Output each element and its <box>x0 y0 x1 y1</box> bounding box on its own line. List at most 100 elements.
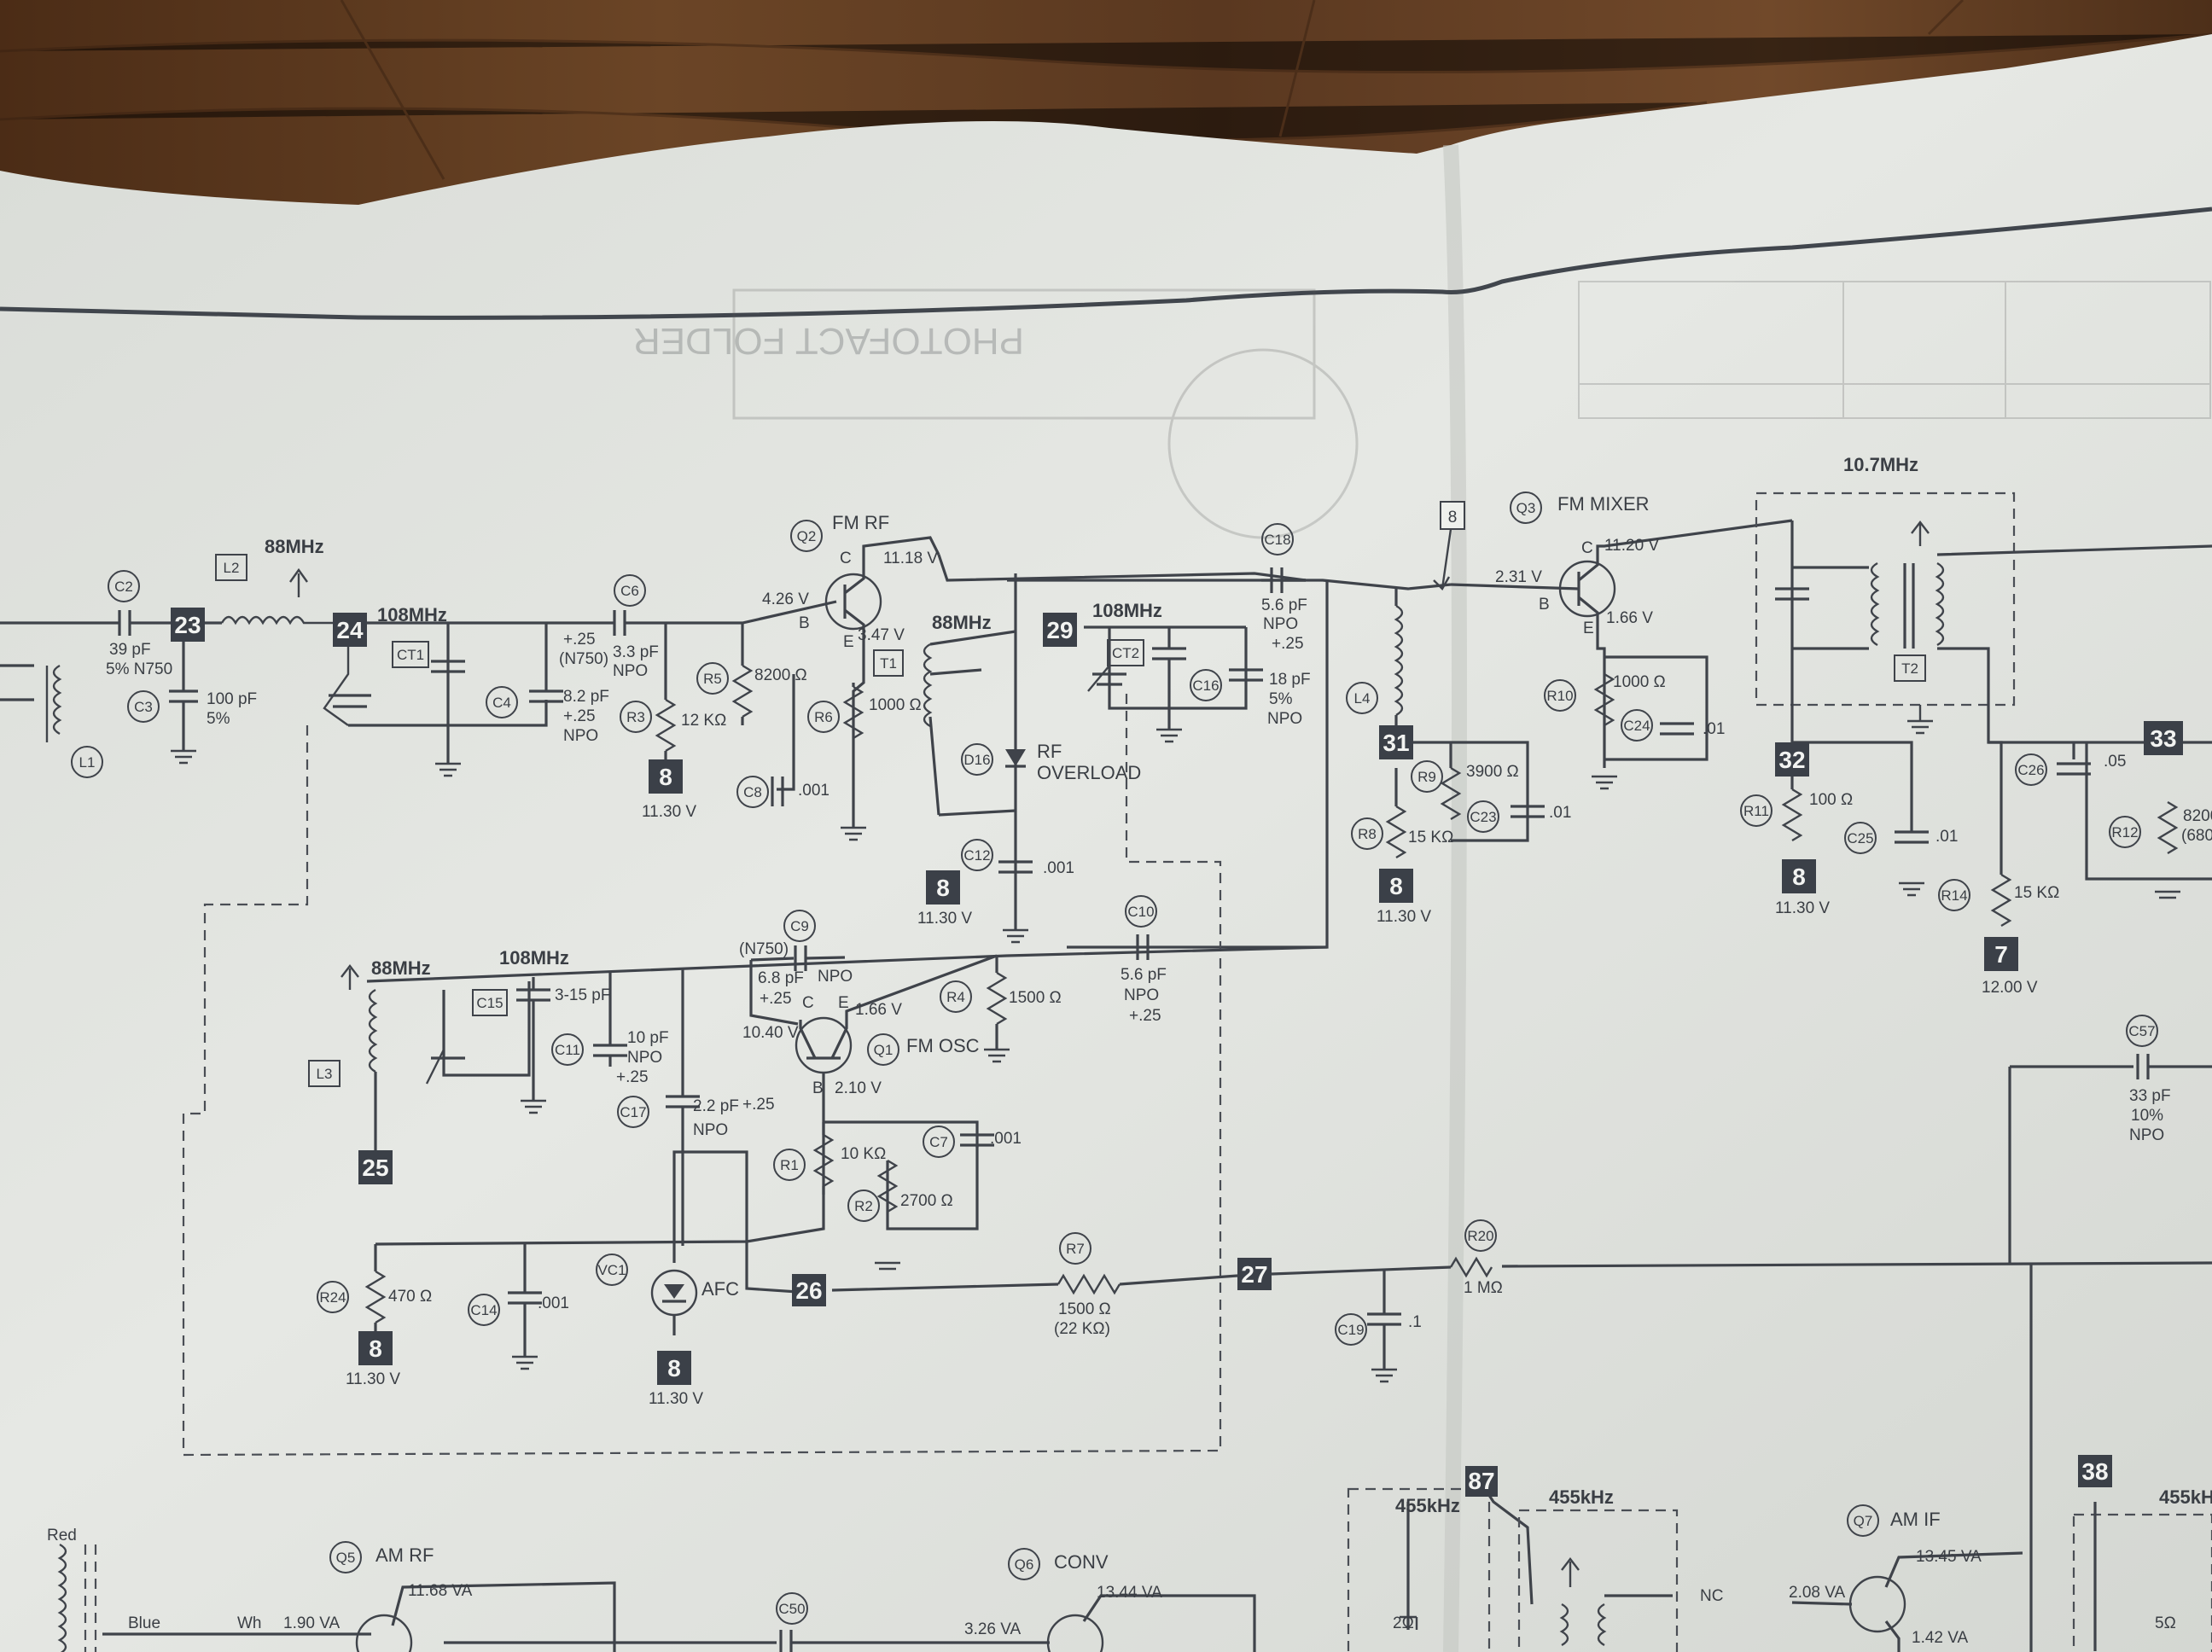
ref-c50: C50 <box>778 1601 805 1617</box>
node-box-33 <box>2144 721 2183 755</box>
ref-c17: C17 <box>620 1104 646 1120</box>
ghost-title: PHOTOFACT FOLDER <box>633 320 1024 362</box>
c16-value: 18 pF <box>1269 671 1311 689</box>
node-label-24: 24 <box>336 617 364 643</box>
q6-collector-voltage: 13.44 VA <box>1097 1584 1162 1602</box>
r12-value: 8200 <box>2183 807 2212 825</box>
node-label-29: 29 <box>1046 617 1073 643</box>
supply-voltage-r3: 11.30 V <box>642 803 696 821</box>
node-box-8-open <box>1440 501 1465 530</box>
ref-r1: R1 <box>780 1157 799 1173</box>
c9-n750: (N750) <box>739 940 789 958</box>
ref-c10: C10 <box>1127 904 1154 920</box>
node-boxes: 23 24 29 31 32 33 25 26 27 7 38 87 8 8 8… <box>171 501 2183 1497</box>
ref-r20: R20 <box>1467 1228 1493 1244</box>
fm-rf-wiring <box>0 492 2212 1263</box>
c6-n750: (N750) <box>559 650 608 668</box>
c3-value: 100 pF <box>207 690 257 708</box>
ref-r24: R24 <box>319 1289 346 1306</box>
ref-r11: R11 <box>1743 803 1769 819</box>
node-label-8-vc1: 8 <box>667 1355 681 1382</box>
supply-voltage-t1: 11.30 V <box>917 910 972 928</box>
paper-fold <box>1443 144 1467 1652</box>
q1-collector-voltage: 10.40 V <box>742 1024 799 1042</box>
ref-r5: R5 <box>703 671 722 687</box>
label-455khz-c: 455kHz <box>2159 1486 2212 1508</box>
c11-tol: +.25 <box>616 1068 649 1086</box>
r2-value: 2700 Ω <box>900 1192 953 1210</box>
ref-q2: Q2 <box>797 528 817 544</box>
ref-r9: R9 <box>1417 769 1436 785</box>
node-label-8-r3: 8 <box>659 764 672 790</box>
ref-l2: L2 <box>224 560 240 576</box>
c24-value: .01 <box>1703 720 1725 738</box>
ref-d16: D16 <box>963 752 990 768</box>
c9-npo: NPO <box>818 968 853 986</box>
node-box-25 <box>358 1150 393 1184</box>
q2-collector-voltage: 11.18 V <box>883 550 938 567</box>
ref-c9: C9 <box>790 918 809 934</box>
c7-value: .001 <box>990 1130 1022 1148</box>
ref-c19: C19 <box>1337 1322 1364 1338</box>
node-box-8-vc1 <box>657 1351 691 1385</box>
r3-value: 12 KΩ <box>681 712 726 730</box>
ref-c7: C7 <box>929 1134 948 1150</box>
label-am-rf: AM RF <box>375 1544 434 1566</box>
wire-red-label: Red <box>47 1527 77 1544</box>
label-88mhz-t1: 88MHz <box>932 612 992 633</box>
label-conv: CONV <box>1054 1551 1109 1573</box>
node-label-32: 32 <box>1778 747 1805 773</box>
c11-value: 10 pF <box>627 1029 669 1047</box>
node-box-24 <box>333 613 367 647</box>
label-88mhz-top: 88MHz <box>265 536 324 557</box>
node-box-23 <box>171 608 205 642</box>
ref-r7: R7 <box>1066 1241 1085 1257</box>
q3-pin-b: B <box>1539 596 1550 614</box>
q1-emitter-voltage: 1.66 V <box>855 1001 902 1019</box>
r5-value: 8200 Ω <box>754 666 807 684</box>
label-rf: RF <box>1037 741 1062 762</box>
label-fm-rf: FM RF <box>832 512 889 533</box>
value-labels: 88MHz 108MHz 88MHz 108MHz 88MHz 108MHz 1… <box>47 454 2212 1647</box>
label-88mhz-osc: 88MHz <box>371 957 431 979</box>
r24-value: 470 Ω <box>388 1288 432 1306</box>
c17-tol: +.25 <box>742 1096 775 1114</box>
node-box-8-r24 <box>358 1331 393 1365</box>
ref-r3: R3 <box>626 709 645 725</box>
ref-r4: R4 <box>946 989 965 1005</box>
r1-value: 10 KΩ <box>841 1145 886 1163</box>
q7-base-voltage: 2.08 VA <box>1789 1584 1846 1602</box>
ref-t2: T2 <box>1901 660 1918 677</box>
ref-c16: C16 <box>1192 678 1219 694</box>
label-455khz-b: 455kHz <box>1549 1486 1614 1508</box>
q6-base-voltage: 3.26 VA <box>964 1620 1022 1638</box>
node-box-7 <box>1984 937 2018 971</box>
node-label-87: 87 <box>1468 1468 1494 1494</box>
ref-c6: C6 <box>620 583 639 599</box>
ref-c2: C2 <box>114 579 133 595</box>
c14-value: .001 <box>538 1294 569 1312</box>
r12-alt-value: (680 <box>2181 827 2212 845</box>
c10-npo: NPO <box>1124 986 1159 1004</box>
c19-value: .1 <box>1408 1313 1422 1331</box>
c15-value: 3-15 pF <box>555 986 610 1004</box>
c6-npo: NPO <box>613 662 648 680</box>
c6-tol-top: +.25 <box>563 631 596 649</box>
r8-value: 15 KΩ <box>1408 829 1453 846</box>
node-box-8-r8 <box>1379 869 1413 903</box>
supply-voltage-r8: 11.30 V <box>1377 908 1431 926</box>
ref-c8: C8 <box>743 784 762 800</box>
ref-q7: Q7 <box>1854 1513 1873 1529</box>
c8-value: .001 <box>798 782 830 800</box>
node-box-87 <box>1465 1466 1498 1497</box>
q1-pin-e: E <box>838 994 849 1012</box>
node-label-8-t1: 8 <box>936 875 950 901</box>
node-box-32 <box>1775 742 1809 777</box>
c23-value: .01 <box>1549 804 1571 822</box>
ref-c57: C57 <box>2128 1023 2155 1039</box>
ref-c4: C4 <box>492 695 511 711</box>
q1-pin-c: C <box>802 994 814 1012</box>
q5-collector-voltage: 11.68 VA <box>408 1582 473 1600</box>
